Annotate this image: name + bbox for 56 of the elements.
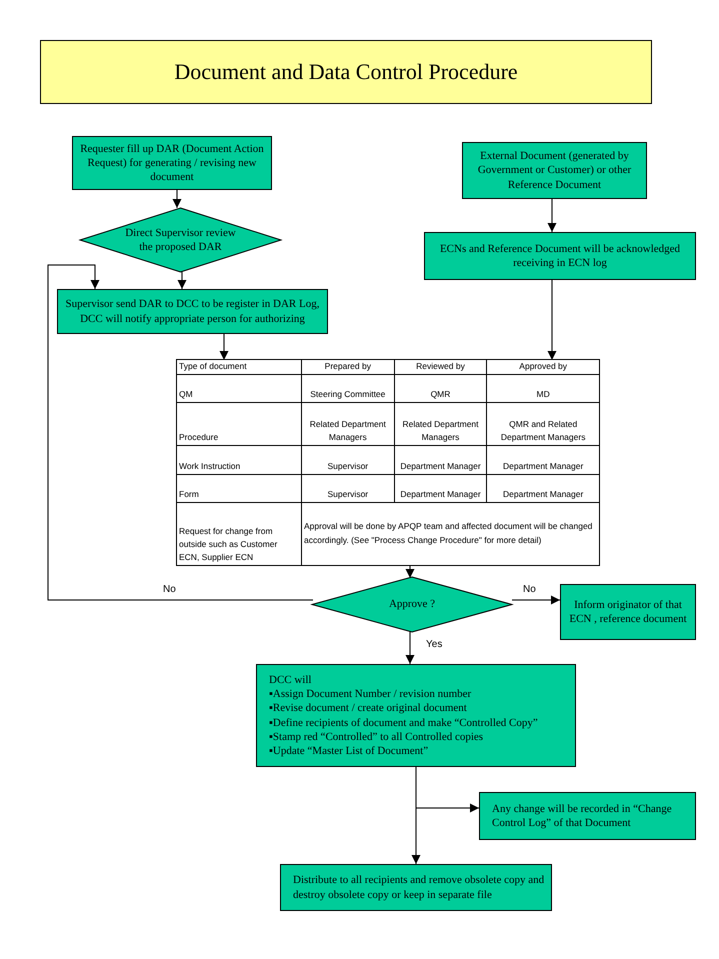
box-text: Inform originator of that ECN , reference document [568,598,688,626]
table-cell: Request for change from outside such as Customer ECN, Supplier ECN [176,502,302,566]
box-text: Requester fill up DAR (Document Action Request) for generating / revising new document [79,142,265,184]
box-text: DCC will [269,672,312,687]
box-text: ▪Update “Master List of Document” [269,744,428,758]
box-text: External Document (generated by Government or Customer) or other Reference Document [476,149,632,192]
process-box [560,584,696,640]
box-text: Distribute to all recipients and remove obsolete copy and destroy obsolete copy or keep in separate file [293,873,546,902]
table-cell: Work Instruction [176,445,302,474]
table-cell: Related Department Managers [394,402,487,446]
arrow [172,190,182,208]
table-cell: Form [176,474,302,502]
table-cell: Procedure [176,402,302,446]
box-text: ▪Define recipients of document and make “Controlled Copy” [269,716,538,730]
process-box [424,232,696,280]
process-box [462,142,647,199]
box-text: ▪Stamp red “Controlled” to all Controlled copies [269,730,484,744]
title-banner: Document and Data Control Procedure [40,40,652,104]
process-box [479,792,696,840]
table-cell: Department Manager [394,445,487,474]
table-cell: QM [176,374,302,402]
table-cell: Supervisor [302,474,394,502]
arrow [406,564,414,578]
table-cell: QMR and Related Department Managers [486,402,600,446]
arrow [406,630,414,664]
arrow [178,270,186,290]
table-cell: Department Manager [486,445,600,474]
process-box [280,864,552,911]
arrow [48,264,314,600]
table-cell: MD [486,374,600,402]
table-cell: Supervisor [302,445,394,474]
table-cell: Department Manager [394,474,487,502]
decision-text: Direct Supervisor review the proposed DAR [124,226,237,254]
box-text: ▪Revise document / create original document [269,701,467,716]
decision-text: Approve ? [388,597,436,612]
process-box [57,289,328,334]
header-cell: Prepared by [302,360,394,374]
arrow [412,766,420,864]
header-cell: Reviewed by [394,360,487,374]
header-cell: Approved by [486,360,600,374]
box-text: Supervisor send DAR to DCC to be register in DAR Log, DCC will notify appropriate person for authorizing [64,297,320,326]
table-cell: QMR [394,374,487,402]
box-text: ECNs and Reference Document will be acknowledged receiving in ECN log [438,242,682,270]
table-cell: Approval will be done by APQP team and affected document will be changed accordingly. (See "Process Change Procedure" for more detail) [302,502,600,566]
arrow [220,334,228,360]
table-cell: Department Manager [486,474,600,502]
process-box [256,664,576,767]
box-text: Any change will be recorded in “Change Control Log” of that Document [492,802,673,830]
arrow [512,596,560,604]
process-box [72,136,272,190]
arrow [548,280,556,360]
header-cell: Type of document [176,360,302,374]
table-cell: Related Department Managers [302,402,394,446]
box-text: ▪Assign Document Number / revision number [269,686,472,702]
arrow [548,198,556,232]
table-cell: Steering Committee [302,374,394,402]
